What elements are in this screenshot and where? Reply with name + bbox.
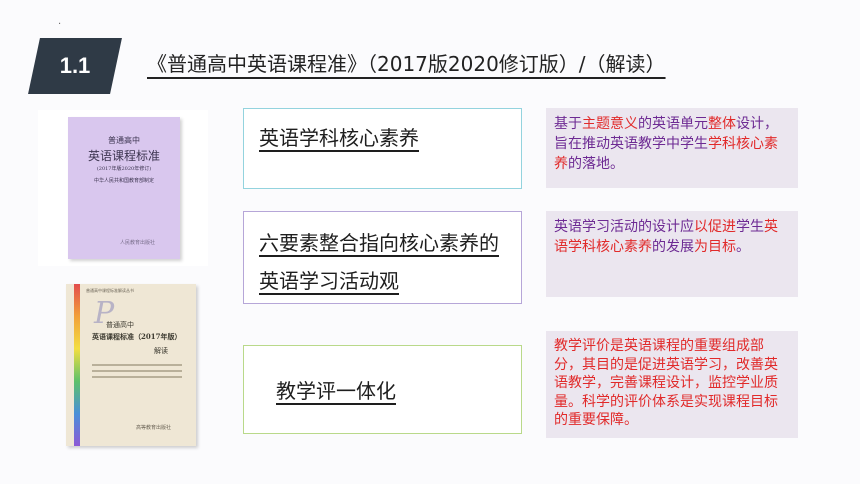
topic-box-activity-view: 六要素整合指向核心素养的英语学习活动观 xyxy=(243,211,522,304)
book1-publisher: 人民教育出版社 xyxy=(120,240,156,246)
topic-box-teaching-evaluation: 教学评一体化 xyxy=(243,345,522,434)
book2-text-lines xyxy=(92,364,182,382)
slide-title: 《普通高中英语课程准》（2017版2020修订版）/（解读） xyxy=(147,52,666,76)
book1-line1: 普通高中 xyxy=(108,136,140,145)
note-highlight: 英语学科核心素养 xyxy=(554,219,778,255)
note-text: 基于 xyxy=(554,116,582,132)
book2-series: 普通高中课程标准解读丛书 xyxy=(86,288,134,293)
note-text: 的英语单元 xyxy=(638,116,708,132)
book2-line1: 普通高中 xyxy=(106,321,134,329)
note-text: 设计，旨在推动英语教学中学生 xyxy=(554,116,778,152)
topic-label: 英语学科核心素养 xyxy=(259,126,419,150)
note-teaching-evaluation: 教学评价是英语课程的重要组成部分，其目的是促进英语学习，改善英语教学，完善课程设… xyxy=(546,331,798,438)
book2-line3: 解读 xyxy=(154,347,168,355)
book2-letter: P xyxy=(94,296,115,331)
topic-box-core-literacy: 英语学科核心素养 xyxy=(243,108,522,189)
rainbow-stripe xyxy=(74,284,80,446)
note-highlight: 学科核心素养 xyxy=(554,136,778,172)
book1-line4: 中华人民共和国教育部制定 xyxy=(93,178,154,184)
section-number: 1.1 xyxy=(59,53,91,78)
book1-line2: 英语课程标准 xyxy=(87,149,160,163)
slide-marker: . xyxy=(58,16,62,27)
note-text: 学生 xyxy=(736,219,764,235)
note-core-literacy: 基于主题意义的英语单元整体设计，旨在推动英语教学中学生学科核心素养的落地。 xyxy=(546,108,798,188)
note-text: 英语学习活动的设计应 xyxy=(554,219,694,235)
topic-label: 六要素整合指向核心素养的英语学习活动观 xyxy=(259,231,499,293)
note-highlight: 为目标 xyxy=(694,239,736,255)
book2-publisher: 高等教育出版社 xyxy=(136,425,172,431)
note-text: 的发展 xyxy=(652,239,694,255)
note-highlight: 教学评价是英语课程的重要组成部分，其目的是促进英语学习，改善英语教学，完善课程设… xyxy=(554,338,778,428)
note-text: 。 xyxy=(736,239,750,255)
note-activity-view: 英语学习活动的设计应以促进学生英语学科核心素养的发展为目标。 xyxy=(546,211,798,297)
note-highlight: 整体 xyxy=(708,116,736,132)
book-cover-interpretation: 普通高中课程标准解读丛书 P 普通高中 英语课程标准（2017年版） 解读 高等… xyxy=(66,284,196,446)
note-text: 的落地。 xyxy=(568,156,624,172)
book1-line3: (2017年版2020年修订) xyxy=(96,166,152,172)
topic-label: 教学评一体化 xyxy=(276,379,396,403)
book2-line2: 英语课程标准（2017年版） xyxy=(92,332,182,341)
book-cover-curriculum-standard: 普通高中 英语课程标准 (2017年版2020年修订) 中华人民共和国教育部制定… xyxy=(68,117,180,259)
note-highlight: 以促进 xyxy=(694,219,736,235)
note-highlight: 主题意义 xyxy=(582,116,638,132)
